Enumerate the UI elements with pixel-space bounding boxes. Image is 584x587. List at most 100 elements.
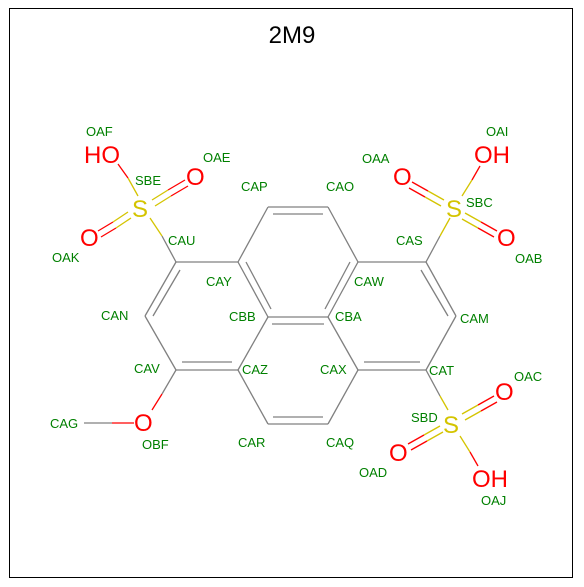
bond-sbe-oaf-yellow bbox=[127, 177, 139, 197]
bond-sbc-oaa-red-b bbox=[408, 187, 426, 198]
atom-oak: OAK bbox=[52, 250, 80, 265]
bond-cao-caw bbox=[327, 206, 359, 263]
bond-sbd-oaj-yellow bbox=[459, 435, 471, 453]
symbol-oak-oxygen: O bbox=[80, 225, 99, 252]
bond-cav-obf-grey bbox=[161, 369, 177, 395]
bond-sbc-oab-red-a bbox=[480, 221, 498, 232]
atom-oad: OAD bbox=[359, 465, 387, 480]
bond-cas-sbc-grey bbox=[425, 235, 441, 263]
bond-sbd-oad-red-b bbox=[410, 440, 428, 451]
bond-sbe-oak-red-b bbox=[100, 227, 117, 238]
bond-cbb-caz bbox=[237, 316, 269, 371]
atom-cap: CAP bbox=[241, 179, 268, 194]
symbol-sbd-sulfur: S bbox=[443, 412, 459, 439]
element-symbols: HO S O O OH S O O S O O OH O bbox=[80, 142, 516, 493]
bond-sbd-oad-yellow-b bbox=[426, 431, 444, 442]
bond-caz-car bbox=[237, 369, 269, 425]
bond-sbc-oaa-red-a bbox=[411, 181, 429, 192]
bond-sbe-oae-red-b bbox=[170, 185, 189, 197]
bond-cas-cam bbox=[425, 261, 457, 317]
bond-sbe-oaf-red bbox=[117, 163, 129, 179]
atom-oaa: OAA bbox=[362, 151, 390, 166]
bond-can-cav bbox=[144, 315, 177, 371]
bond-sbd-oac-yellow-a bbox=[461, 404, 479, 415]
atom-cay: CAY bbox=[206, 274, 232, 289]
atom-oac: OAC bbox=[514, 369, 542, 384]
bond-sbd-oac-red-b bbox=[480, 401, 498, 412]
bond-cau-sbe-yellow bbox=[149, 217, 163, 237]
atom-oai: OAI bbox=[486, 124, 508, 139]
atom-oae: OAE bbox=[203, 150, 231, 165]
atom-car: CAR bbox=[238, 435, 265, 450]
bond-sbe-oae-yellow-a bbox=[151, 189, 169, 201]
symbol-oad-oxygen: O bbox=[389, 440, 408, 467]
symbol-sbe-sulfur: S bbox=[132, 196, 148, 223]
bond-sbc-oab-red-b bbox=[477, 227, 495, 238]
bond-cas-sbc-yellow bbox=[439, 217, 451, 237]
atom-sbc: SBC bbox=[466, 195, 493, 210]
symbol-obf-oxygen: O bbox=[134, 410, 153, 437]
atom-caw: CAW bbox=[354, 274, 385, 289]
substituent-bonds bbox=[84, 163, 498, 467]
atom-cax: CAX bbox=[320, 362, 347, 377]
bond-sbe-oae-yellow-b bbox=[154, 195, 172, 207]
bond-cau-sbe-grey bbox=[161, 235, 177, 263]
symbol-oaj-hydroxyl: OH bbox=[472, 466, 508, 493]
bond-cay-cbb-inner bbox=[245, 261, 272, 310]
bond-cas-cam-inner bbox=[420, 269, 449, 317]
atom-caz: CAZ bbox=[242, 362, 268, 377]
atom-obf: OBF bbox=[142, 437, 169, 452]
bond-cay-cbb bbox=[237, 261, 269, 318]
bond-sbc-oaa-yellow-b bbox=[424, 196, 442, 207]
symbol-oaf-hydroxyl: HO bbox=[84, 142, 120, 169]
bond-cax-caq bbox=[327, 369, 359, 425]
bond-cat-sbd-grey bbox=[425, 369, 441, 397]
bond-cau-can-inner bbox=[152, 269, 181, 317]
bond-sbe-oae-red-a bbox=[167, 179, 186, 191]
bond-sbd-oac-red-a bbox=[477, 395, 495, 406]
atom-cam: CAM bbox=[460, 311, 489, 326]
bond-cat-sbd-yellow bbox=[439, 395, 449, 411]
atom-cag: CAG bbox=[50, 416, 78, 431]
bond-sbd-oad-red-a bbox=[407, 434, 425, 445]
atom-sbe: SBE bbox=[135, 173, 161, 188]
bond-sbe-oak-yellow-b bbox=[115, 217, 132, 229]
atom-oaf: OAF bbox=[86, 124, 113, 139]
atom-cau: CAU bbox=[168, 233, 195, 248]
molecule-title: 2M9 bbox=[268, 22, 316, 49]
atom-cba: CBA bbox=[335, 309, 362, 324]
diagram-frame bbox=[9, 8, 573, 578]
carbon-bonds bbox=[144, 206, 457, 425]
bond-cba-cax bbox=[327, 316, 359, 371]
atom-labels: CAP CAO CAY CAW CBB CBA CAZ CAX CAR CAQ … bbox=[50, 124, 542, 508]
bond-sbc-oai-yellow bbox=[461, 179, 473, 197]
atom-cat: CAT bbox=[429, 363, 454, 378]
bond-sbd-oad-yellow-a bbox=[423, 425, 441, 436]
symbol-oac-oxygen: O bbox=[495, 379, 514, 406]
bond-caw-cba bbox=[327, 261, 359, 318]
atom-cas: CAS bbox=[396, 233, 423, 248]
bond-sbc-oaa-yellow-a bbox=[427, 190, 445, 201]
bond-sbc-oab-yellow-a bbox=[464, 212, 482, 223]
bond-sbe-oak-red-a bbox=[97, 221, 114, 232]
atom-cbb: CBB bbox=[229, 309, 256, 324]
atom-oab: OAB bbox=[515, 251, 542, 266]
atom-can: CAN bbox=[101, 308, 128, 323]
bond-cap-cay bbox=[237, 206, 269, 263]
atom-cao: CAO bbox=[326, 179, 354, 194]
bond-cam-cat bbox=[425, 315, 457, 371]
atom-cav: CAV bbox=[134, 361, 160, 376]
atom-oaj: OAJ bbox=[481, 493, 506, 508]
atom-sbd: SBD bbox=[411, 410, 438, 425]
atom-caq: CAQ bbox=[326, 435, 354, 450]
symbol-oab-oxygen: O bbox=[497, 225, 516, 252]
bond-sbc-oab-yellow-b bbox=[461, 218, 479, 229]
symbol-oai-hydroxyl: OH bbox=[474, 142, 510, 169]
bond-sbc-oai-red bbox=[471, 165, 481, 181]
bond-sbd-oac-yellow-b bbox=[464, 410, 482, 421]
bond-cau-can bbox=[144, 261, 177, 317]
bond-cav-obf-red bbox=[151, 393, 163, 411]
symbol-oaa-oxygen: O bbox=[393, 164, 412, 191]
bond-sbe-oak-yellow-a bbox=[112, 211, 129, 223]
